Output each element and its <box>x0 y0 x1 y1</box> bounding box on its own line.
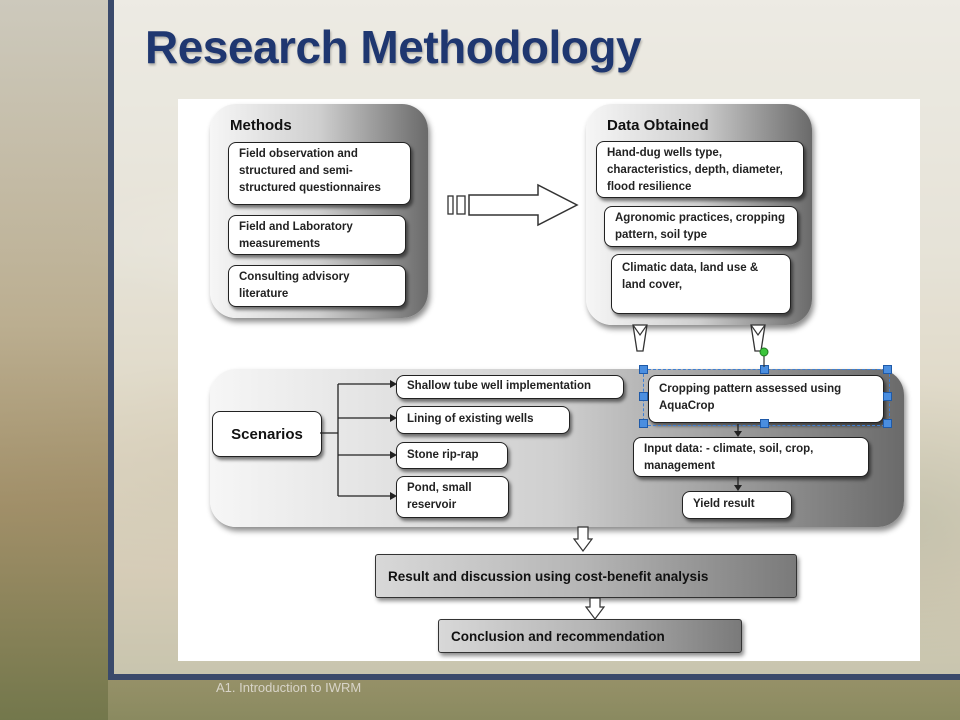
methods-title: Methods <box>230 117 292 134</box>
method-field-observation: Field observation and structured and sem… <box>228 142 411 205</box>
connector-lines <box>320 183 769 620</box>
method-consulting-literature: Consulting advisory literature <box>228 265 406 307</box>
scenario-lining-wells: Lining of existing wells <box>396 406 570 434</box>
methodology-diagram: Methods Field observation and structured… <box>178 99 920 661</box>
yield-result-box: Yield result <box>682 491 792 519</box>
selection-handle <box>639 365 648 374</box>
conclusion-bar: Conclusion and recommendation <box>438 619 742 653</box>
selection-handle <box>883 392 892 401</box>
scenarios-label: Scenarios <box>212 411 322 457</box>
selection-handle <box>883 419 892 428</box>
data-obtained-title: Data Obtained <box>607 117 709 134</box>
selection-handle <box>639 392 648 401</box>
scenario-shallow-tube-well: Shallow tube well implementation <box>396 375 624 399</box>
frame-horizontal-line <box>108 674 960 680</box>
scenario-pond-reservoir: Pond, small reservoir <box>396 476 509 518</box>
slide-title: Research Methodology <box>145 21 642 73</box>
scenario-stone-rip-rap: Stone rip-rap <box>396 442 508 469</box>
data-climatic: Climatic data, land use & land cover, <box>611 254 791 314</box>
slide-footer: A1. Introduction to IWRM <box>216 680 362 695</box>
crop-input-data-box: Input data: - climate, soil, crop, manag… <box>633 437 869 477</box>
selection-handle <box>760 419 769 428</box>
selection-handle <box>639 419 648 428</box>
data-agronomic-practices: Agronomic practices, cropping pattern, s… <box>604 206 798 247</box>
result-discussion-bar: Result and discussion using cost-benefit… <box>375 554 797 598</box>
method-field-lab-measurements: Field and Laboratory measurements <box>228 215 406 255</box>
methods-to-data-arrow <box>447 183 579 227</box>
data-hand-dug-wells: Hand-dug wells type, characteristics, de… <box>596 141 804 198</box>
frame-vertical-line <box>108 0 114 680</box>
selection-handle <box>883 365 892 374</box>
left-photo-strip <box>0 0 108 720</box>
